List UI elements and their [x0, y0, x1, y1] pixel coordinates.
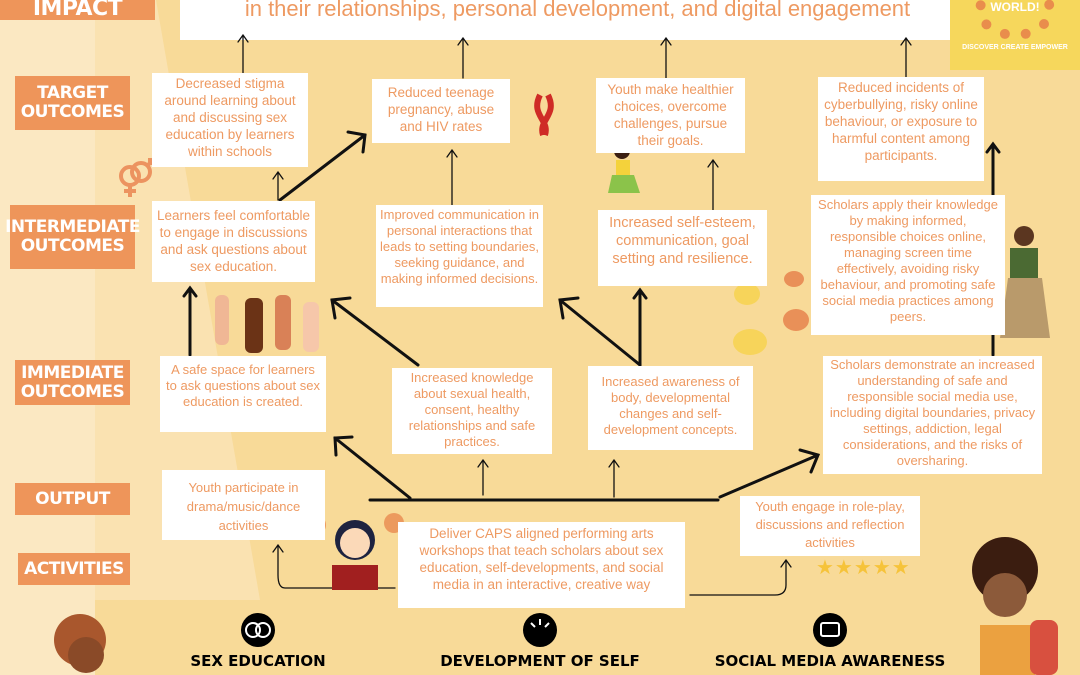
- theme-sex-education: SEX EDUCATION: [190, 652, 325, 670]
- row-label-output: OUTPUT: [15, 483, 130, 515]
- immediate-outcome-4: Scholars demonstrate an increased unders…: [823, 356, 1042, 474]
- activity-workshops: Deliver CAPS aligned performing arts wor…: [398, 522, 685, 608]
- girl-with-phone-illustration: [1000, 226, 1050, 338]
- row-label-activities: ACTIVITIES: [18, 553, 130, 585]
- gender-symbol-icon: [119, 158, 155, 197]
- intermediate-outcome-2: Improved communication in personal inter…: [376, 205, 543, 307]
- theme-badge-development-of-self: DEVELOPMENT OF SELF: [440, 613, 640, 670]
- row-label-immediate: IMMEDIATE OUTCOMES: [15, 360, 130, 405]
- logo-title: WORLD!: [990, 0, 1040, 14]
- theme-development-of-self: DEVELOPMENT OF SELF: [440, 652, 640, 670]
- row-label-intermediate: INTERMEDIATE OUTCOMES: [5, 205, 140, 269]
- immediate-outcome-3: Increased awareness of body, development…: [588, 366, 753, 450]
- theme-badges: SEX EDUCATION DEVELOPMENT OF SELF SOCIAL…: [190, 613, 945, 670]
- chat-bubbles-icon: [783, 271, 809, 331]
- target-outcome-3: Youth make healthier choices, overcome c…: [596, 78, 745, 153]
- row-label-impact: IMPACT: [0, 0, 155, 20]
- immediate-outcome-1: A safe space for learners to ask questio…: [160, 356, 326, 432]
- theme-badge-sex-education: SEX EDUCATION: [190, 613, 326, 670]
- theme-social-media-awareness: SOCIAL MEDIA AWARENESS: [715, 652, 946, 670]
- raised-hands-icon: [215, 295, 319, 353]
- intermediate-outcome-3: Increased self-esteem, communication, go…: [598, 210, 767, 286]
- target-outcome-2: Reduced teenage pregnancy, abuse and HIV…: [372, 79, 510, 143]
- output-1: Youth participate in drama/music/dance a…: [162, 470, 325, 540]
- intermediate-outcome-1: Learners feel comfortable to engage in d…: [152, 201, 315, 282]
- five-star-rating: ★★★★★: [816, 557, 911, 579]
- awareness-ribbon-icon: [534, 93, 554, 136]
- boy-illustration: [54, 614, 106, 673]
- student-with-backpack-illustration: [972, 537, 1058, 675]
- row-label-target: TARGET OUTCOMES: [15, 76, 130, 130]
- immediate-outcome-2: Increased knowledge about sexual health,…: [392, 368, 552, 454]
- logo-tagline: DISCOVER CREATE EMPOWER: [962, 44, 1068, 51]
- impact-statement: in their relationships, personal develop…: [180, 0, 975, 40]
- output-2: Youth engage in role-play, discussions a…: [740, 496, 920, 556]
- theme-badge-social-media-awareness: SOCIAL MEDIA AWARENESS: [715, 613, 946, 670]
- intermediate-outcome-4: Scholars apply their knowledge by making…: [811, 195, 1005, 335]
- logo: WORLD! DISCOVER CREATE EMPOWER: [950, 0, 1080, 70]
- target-outcome-4: Reduced incidents of cyberbullying, risk…: [818, 77, 984, 181]
- target-outcome-1: Decreased stigma around learning about a…: [152, 73, 308, 167]
